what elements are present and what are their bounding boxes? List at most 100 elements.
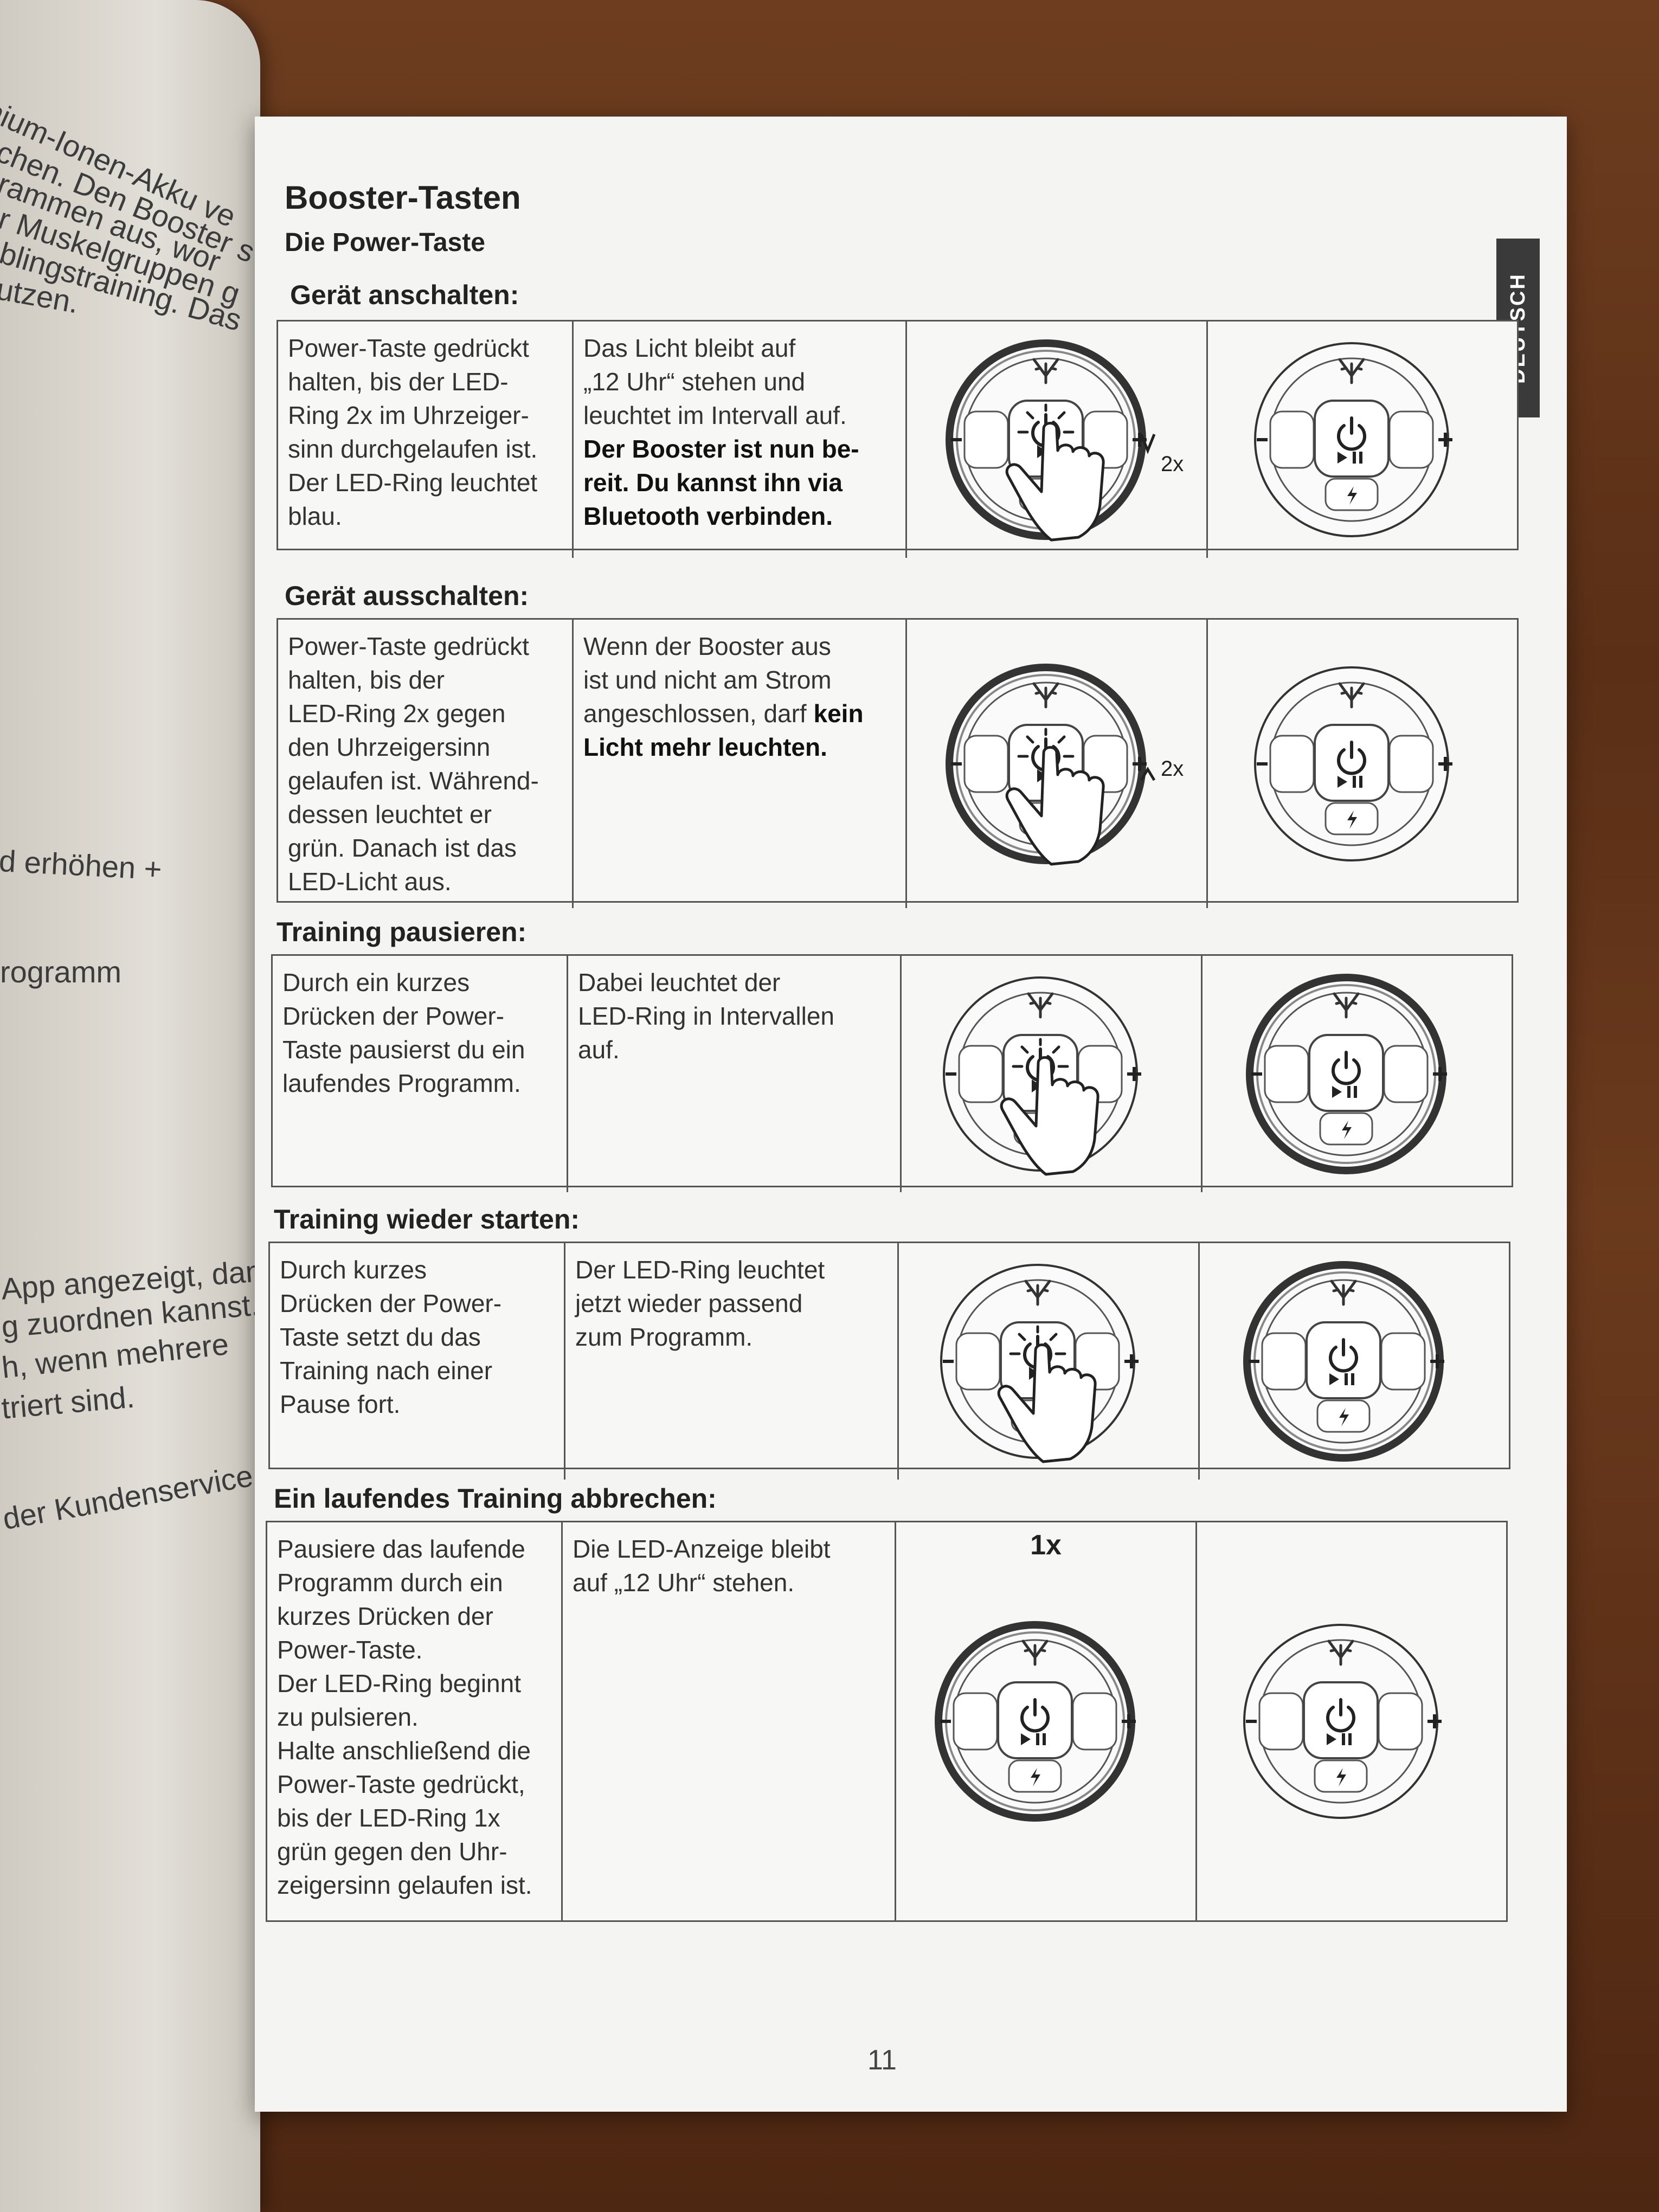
facing-text: der Kundenservice: [0, 1458, 255, 1536]
play-pause-icon: [1332, 1086, 1357, 1098]
play-pause-icon: [1329, 1373, 1354, 1385]
plus-icon: [1438, 757, 1452, 771]
minus-button: [953, 1692, 998, 1751]
rotation-count: 2x: [1161, 757, 1184, 781]
power-button: [1308, 1034, 1384, 1112]
section-heading-resume: Training wieder starten:: [274, 1204, 580, 1234]
result-illustration: [1197, 1522, 1506, 1920]
section-table-pause: Durch ein kurzes Drücken der Power- Tast…: [271, 954, 1513, 1192]
antler-logo-icon: [1021, 1639, 1049, 1666]
instruction-text: Pausiere das laufende Programm durch ein…: [267, 1522, 563, 1920]
plus-button: [1378, 1692, 1423, 1751]
play-pause-icon: [1338, 776, 1362, 788]
glow-lines-icon: [1009, 1325, 1066, 1355]
minus-button: [1269, 410, 1315, 469]
minus-button: [1261, 1332, 1307, 1391]
result-illustration: [1200, 1243, 1509, 1480]
play-pause-icon: [1021, 1733, 1046, 1745]
section-heading-pause: Training pausieren:: [276, 917, 527, 947]
power-button: [1303, 1681, 1379, 1759]
plus-icon: [1124, 1354, 1139, 1368]
minus-button: [963, 410, 1009, 469]
result-text: Dabei leuchtet der LED-Ring in Intervall…: [568, 956, 902, 1192]
glow-lines-icon: [1017, 403, 1075, 434]
facing-text: triert sind.: [0, 1379, 136, 1425]
press-illustration: 2x: [907, 321, 1208, 558]
section-table-resume: Durch kurzes Drücken der Power- Taste se…: [268, 1242, 1510, 1480]
plus-icon: [1430, 1354, 1444, 1368]
power-button: [1314, 400, 1390, 478]
minus-button: [963, 735, 1009, 793]
instruction-text: Power-Taste gedrückt halten, bis der LED…: [278, 321, 574, 558]
facing-text: rogramm: [0, 955, 122, 989]
pressing-hand-icon: [1000, 1056, 1099, 1176]
minus-button: [958, 1045, 1004, 1103]
antler-logo-icon: [1338, 358, 1365, 384]
minus-button: [1258, 1692, 1304, 1751]
rotation-count: 2x: [1161, 452, 1184, 476]
section-heading-power-off: Gerät ausschalten:: [285, 581, 529, 611]
minus-button: [1269, 735, 1315, 793]
antler-logo-icon: [1330, 1279, 1357, 1306]
plus-button: [1383, 1045, 1429, 1103]
result-text: Wenn der Booster aus ist und nicht am St…: [574, 620, 907, 908]
plus-icon: [1127, 1067, 1141, 1081]
power-icon: [1332, 1051, 1361, 1085]
press-count-label: 1x: [1030, 1529, 1062, 1561]
page-title: Booster-Tasten: [285, 179, 521, 216]
lightning-icon: [1336, 1768, 1346, 1786]
plus-button: [1072, 1692, 1117, 1751]
lightning-icon: [1339, 1408, 1349, 1426]
page-subtitle: Die Power-Taste: [285, 228, 485, 257]
result-text: Der LED-Ring leuchtet jetzt wieder passe…: [565, 1243, 899, 1480]
pressing-hand-icon: [1005, 746, 1105, 866]
glow-lines-icon: [1017, 728, 1075, 758]
minus-button: [1264, 1045, 1309, 1103]
instruction-text: Durch kurzes Drücken der Power- Taste se…: [270, 1243, 565, 1480]
lightning-icon: [1031, 1768, 1040, 1786]
press-illustration: [902, 956, 1203, 1192]
antler-logo-icon: [1327, 1639, 1354, 1666]
manual-page: DEUTSCH Booster-Tasten Die Power-Taste G…: [255, 117, 1567, 2112]
glow-lines-icon: [1012, 1038, 1069, 1068]
lightning-icon: [1342, 1121, 1352, 1139]
power-button: [1314, 724, 1390, 802]
power-button: [1306, 1321, 1381, 1399]
plus-icon: [1122, 1714, 1136, 1728]
cw-arrow-icon: [1140, 434, 1156, 454]
power-icon: [1326, 1698, 1355, 1733]
plus-icon: [1433, 1067, 1447, 1081]
section-heading-power-on: Gerät anschalten:: [290, 280, 519, 310]
play-pause-icon: [1327, 1733, 1352, 1745]
power-icon: [1020, 1698, 1050, 1733]
pressing-hand-icon: [1005, 422, 1105, 542]
press-illustration: 1x: [896, 1522, 1197, 1920]
ccw-arrow-icon: [1140, 767, 1156, 781]
section-table-power-off: Power-Taste gedrückt halten, bis der LED…: [276, 618, 1519, 908]
section-table-power-on: Power-Taste gedrückt halten, bis der LED…: [276, 320, 1519, 558]
plus-icon: [1133, 757, 1147, 771]
power-icon: [1329, 1338, 1358, 1373]
facing-text: d erhöhen +: [0, 843, 163, 886]
plus-icon: [1427, 1714, 1442, 1728]
lightning-icon: [1347, 811, 1357, 829]
instruction-text: Power-Taste gedrückt halten, bis der LED…: [278, 620, 574, 908]
result-illustration: [1208, 620, 1517, 908]
result-illustration: [1208, 321, 1517, 558]
power-icon: [1337, 416, 1366, 451]
section-table-cancel: Pausiere das laufende Programm durch ein…: [266, 1521, 1508, 1922]
press-illustration: 2x: [907, 620, 1208, 908]
press-illustration: [899, 1243, 1200, 1480]
plus-icon: [1438, 433, 1452, 447]
antler-logo-icon: [1333, 992, 1360, 1019]
result-text: Das Licht bleibt auf „12 Uhr“ stehen und…: [574, 321, 907, 558]
antler-logo-icon: [1338, 682, 1365, 709]
antler-logo-icon: [1032, 358, 1059, 384]
instruction-text: Durch ein kurzes Drücken der Power- Tast…: [273, 956, 568, 1192]
plus-button: [1388, 410, 1434, 469]
minus-button: [955, 1332, 1001, 1391]
play-pause-icon: [1338, 452, 1362, 464]
power-button: [997, 1681, 1073, 1759]
facing-page: hium-Ionen-Akku ve uchen. Den Booster s …: [0, 0, 260, 2212]
page-number: 11: [867, 2044, 897, 2076]
